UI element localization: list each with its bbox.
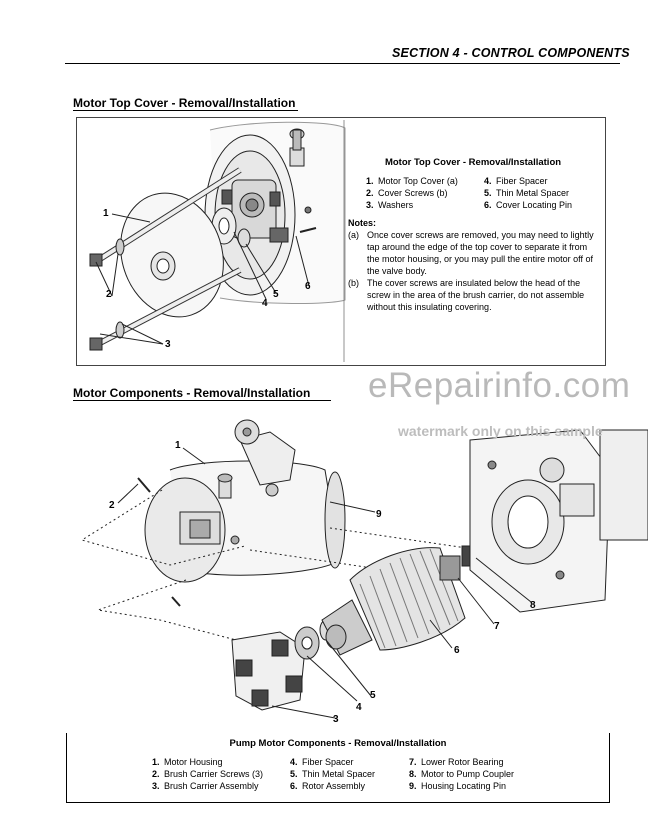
notes-label: Notes: xyxy=(348,218,377,228)
legend-item: 5.Thin Metal Spacer xyxy=(484,188,570,198)
note-a: (a) Once cover screws are removed, you m… xyxy=(348,230,594,276)
watermark-brand: eRepairinfo.com xyxy=(368,366,631,405)
figure1-callout-2: 2 xyxy=(106,289,112,300)
legend-item: 5.Thin Metal Spacer xyxy=(290,769,376,779)
figure2-callout-6: 6 xyxy=(454,645,460,656)
figure1-heading: Motor Top Cover - Removal/Installation xyxy=(73,96,296,110)
figure1-callout-1: 1 xyxy=(103,208,109,219)
legend-item: 1.Motor Housing xyxy=(152,757,223,767)
figure1-caption: Motor Top Cover - Removal/Installation 1… xyxy=(348,157,598,313)
caption2-left-rule xyxy=(66,733,67,803)
figure2-callout-5: 5 xyxy=(370,690,376,701)
legend-item: 7.Lower Rotor Bearing xyxy=(409,757,504,767)
figure2-callout-8: 8 xyxy=(530,600,536,611)
figure1-legend: 1.Motor Top Cover (a) 4.Fiber Spacer 2.C… xyxy=(348,175,598,211)
legend-item: 2.Cover Screws (b) xyxy=(366,188,448,198)
section-title: SECTION 4 - CONTROL COMPONENTS xyxy=(392,46,630,60)
legend-item: 6.Cover Locating Pin xyxy=(484,200,573,210)
figure2-caption: Pump Motor Components - Removal/Installa… xyxy=(70,738,606,792)
legend-item: 2.Brush Carrier Screws (3) xyxy=(152,769,264,779)
figure2-callout-9: 9 xyxy=(376,509,382,520)
figure2-heading-rule xyxy=(73,400,331,401)
legend-item: 3.Washers xyxy=(366,200,414,210)
figure1-callout-3: 3 xyxy=(165,339,171,350)
legend-row: 3.Brush Carrier Assembly 6.Rotor Assembl… xyxy=(152,780,606,792)
legend-row: 1.Motor Housing 4.Fiber Spacer 7.Lower R… xyxy=(152,756,606,768)
header-rule xyxy=(65,63,620,64)
legend-item: 4.Fiber Spacer xyxy=(484,176,548,186)
legend-item: 6.Rotor Assembly xyxy=(290,781,366,791)
legend-row: 2.Brush Carrier Screws (3) 5.Thin Metal … xyxy=(152,768,606,780)
figure2-callout-1: 1 xyxy=(175,440,181,451)
figure2-caption-title: Pump Motor Components - Removal/Installa… xyxy=(229,738,447,749)
figure1-heading-rule xyxy=(73,110,298,111)
note-b: (b) The cover screws are insulated below… xyxy=(348,278,585,312)
figure2-callout-4: 4 xyxy=(356,702,362,713)
watermark-note: watermark only on this sample xyxy=(398,423,603,439)
legend-row: 1.Motor Top Cover (a) 4.Fiber Spacer xyxy=(366,175,598,187)
caption2-right-rule xyxy=(609,733,610,803)
figure2-legend: 1.Motor Housing 4.Fiber Spacer 7.Lower R… xyxy=(70,756,606,792)
legend-item: 9.Housing Locating Pin xyxy=(409,781,507,791)
legend-item: 8.Motor to Pump Coupler xyxy=(409,769,515,779)
figure1-frame xyxy=(76,117,606,366)
figure1-caption-title: Motor Top Cover - Removal/Installation xyxy=(384,157,562,168)
figure2-heading: Motor Components - Removal/Installation xyxy=(73,386,311,400)
figure1-callout-5: 5 xyxy=(273,289,279,300)
legend-item: 1.Motor Top Cover (a) xyxy=(366,176,458,186)
figure1-callout-4: 4 xyxy=(262,298,268,309)
legend-item: 4.Fiber Spacer xyxy=(290,757,354,767)
legend-row: 3.Washers 6.Cover Locating Pin xyxy=(366,199,598,211)
figure2-callout-3: 3 xyxy=(333,714,339,725)
figure2-callout-7: 7 xyxy=(494,621,500,632)
figure1-callout-6: 6 xyxy=(305,281,311,292)
figure2-callout-2: 2 xyxy=(109,500,115,511)
legend-item: 3.Brush Carrier Assembly xyxy=(152,781,259,791)
caption2-bottom-rule xyxy=(66,802,610,803)
legend-row: 2.Cover Screws (b) 5.Thin Metal Spacer xyxy=(366,187,598,199)
